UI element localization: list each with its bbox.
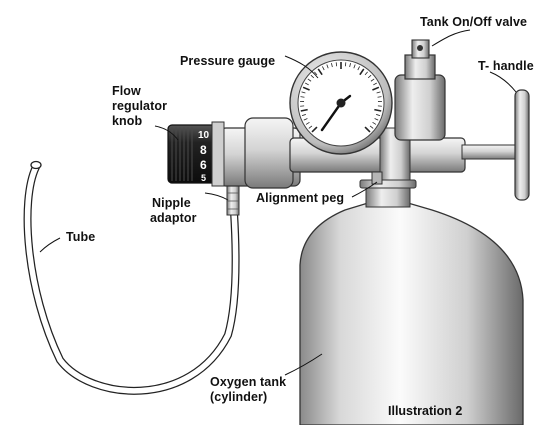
nipple-adaptor: [227, 185, 239, 215]
knob-scale-8: 8: [200, 143, 207, 157]
label-tank-line1: Oxygen tank: [210, 375, 286, 389]
tank-valve: [395, 40, 445, 140]
label-tank-valve: Tank On/Off valve: [420, 15, 527, 29]
knob-scale-10: 10: [198, 130, 210, 141]
flow-regulator-knob: 10 8 6 5: [168, 122, 224, 186]
label-nipple-line2: adaptor: [150, 211, 197, 225]
figure-caption: Illustration 2: [388, 404, 462, 418]
label-t-handle: T- handle: [478, 59, 534, 73]
t-handle: [462, 90, 529, 200]
tube: [28, 162, 236, 391]
label-flow-line3: knob: [112, 114, 143, 128]
label-alignment-peg: Alignment peg: [256, 191, 344, 205]
label-tube: Tube: [66, 230, 95, 244]
knob-scale-5: 5: [201, 173, 206, 183]
label-flow-line1: Flow: [112, 84, 141, 98]
knob-scale-6: 6: [200, 158, 207, 172]
oxygen-tank: [300, 180, 523, 425]
label-nipple-line1: Nipple: [152, 196, 191, 210]
label-flow-line2: regulator: [112, 99, 167, 113]
label-tank-line2: (cylinder): [210, 390, 267, 404]
pressure-gauge: [290, 52, 392, 154]
label-pressure-gauge: Pressure gauge: [180, 54, 275, 68]
